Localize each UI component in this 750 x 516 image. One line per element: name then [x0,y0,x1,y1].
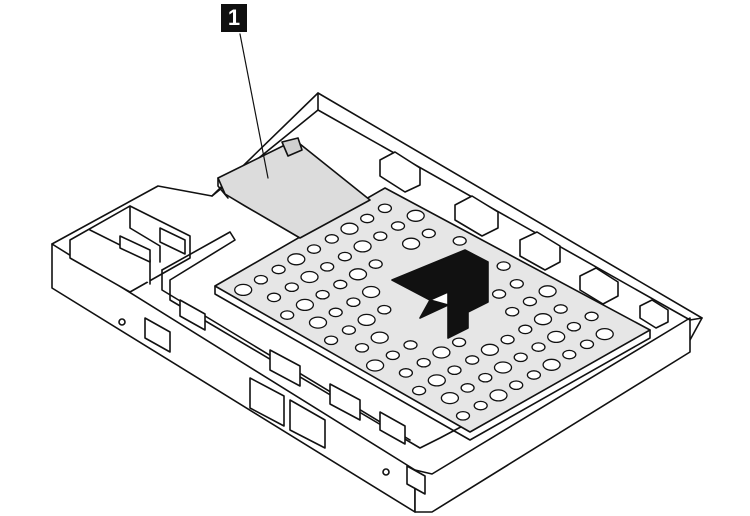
vent-hole [460,383,475,393]
callout-label-1: 1 [221,4,247,32]
ventilation-holes [234,203,614,421]
vent-hole [401,237,421,250]
callout-leader-line [239,33,269,179]
vent-hole [284,282,299,293]
vent-hole [324,234,339,244]
vent-hole [526,370,542,380]
vent-hole [452,236,467,246]
vent-hole [538,285,557,298]
vent-hole [455,410,471,421]
vent-hole [295,298,315,312]
back-wall-tabs [379,151,669,329]
vent-hole [341,325,357,335]
vent-hole [323,335,339,346]
vent-hole [373,231,388,242]
vent-hole [348,268,368,281]
vent-hole [505,306,520,317]
vent-hole [234,283,253,297]
vent-hole [411,385,427,396]
vent-hole [333,279,348,290]
vent-hole [320,261,335,272]
vent-hole [360,213,375,224]
vent-hole [451,337,467,348]
vent-hole [365,359,385,372]
drive-cable [217,137,371,239]
vent-hole [579,339,595,350]
vent-hole [547,330,566,344]
insert-direction-arrow-icon [391,249,489,339]
vent-hole [398,368,414,378]
vent-hole [473,400,488,411]
vent-hole [427,374,446,387]
vent-hole [266,292,282,303]
vent-hole [562,349,577,360]
vent-hole [328,307,343,318]
vent-hole [308,316,328,329]
vent-hole [287,253,306,266]
vent-hole [377,203,393,214]
vent-hole [478,372,493,383]
vent-hole [368,259,383,269]
vent-hole [509,380,524,391]
vent-hole [509,278,524,289]
vent-hole [421,228,436,239]
vent-hole [353,240,372,253]
vent-hole [337,251,353,262]
vent-hole [496,261,511,271]
vent-hole [531,342,546,352]
vent-hole [403,340,418,350]
vent-hole [390,221,406,231]
vent-hole [357,313,376,327]
vent-hole [406,209,425,222]
vent-hole [315,289,330,300]
vent-hole [500,334,515,345]
vent-hole [533,313,553,326]
vent-hole [491,289,507,299]
vent-hole [518,324,533,335]
vent-hole [542,358,561,371]
vent-hole [440,391,460,405]
vent-hole [432,346,451,359]
tray-right-wall [414,317,691,513]
vent-hole [271,264,286,275]
vent-hole [553,304,568,314]
vent-hole [370,331,389,344]
connector-compartment [69,205,191,293]
side-wall-openings [118,317,426,495]
vent-hole [489,389,508,402]
vent-hole [522,296,538,307]
vent-hole [513,352,528,363]
vent-hole [306,244,322,254]
vent-hole [253,274,269,285]
vent-hole [280,310,295,320]
vent-hole [480,343,500,356]
vent-hole [300,270,319,284]
vent-hole [493,361,513,374]
vent-hole [465,355,480,365]
vent-hole [361,285,381,299]
vent-hole [566,321,582,332]
vent-hole [377,304,392,315]
vent-hole [385,350,400,361]
vent-hole [595,327,614,341]
vent-hole [346,297,361,308]
vent-hole [340,222,359,235]
vent-hole [354,342,370,353]
front-rail-slots [179,299,406,445]
vent-hole [416,357,431,368]
vent-hole [584,311,599,322]
inner-front-rail [161,231,641,449]
vent-hole [447,365,462,376]
